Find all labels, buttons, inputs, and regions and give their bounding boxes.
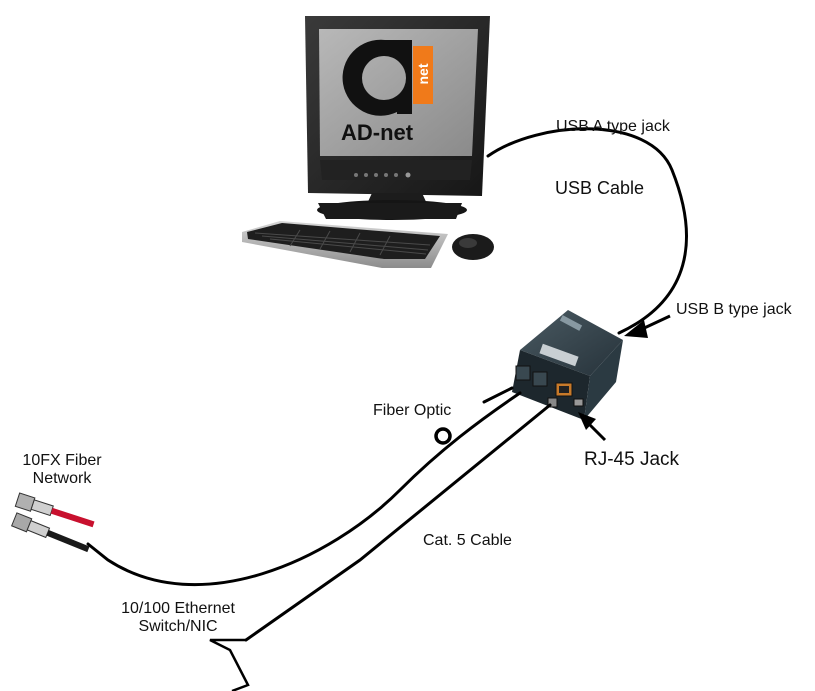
media-converter — [512, 310, 623, 420]
switch-nic-symbol — [209, 638, 250, 691]
fiber-optic-cable-a — [86, 391, 522, 586]
logo-net-tag — [413, 46, 433, 104]
converter-side — [584, 340, 623, 420]
cat5-cable — [244, 403, 552, 642]
fiber-optic-marker — [434, 427, 452, 445]
rj45-jack-label: RJ-45 Jack — [584, 449, 680, 470]
converter-top — [520, 310, 623, 376]
adnet-wordmark: AD-net — [341, 120, 414, 145]
fiber-optic-cable-b — [482, 386, 514, 404]
mouse — [452, 234, 494, 260]
usb-b-port — [573, 398, 584, 407]
rj45-arrow — [578, 412, 607, 442]
logo-net-text: net — [415, 63, 431, 85]
usb-b-jack-label: USB B type jack — [676, 301, 792, 318]
monitor-buttons — [354, 172, 411, 178]
adnet-logo — [342, 39, 433, 116]
switch-nic-label: 10/100 Ethernet Switch/NIC — [108, 600, 248, 637]
usb-b-arrow — [624, 314, 671, 338]
fiber-network-label: 10FX Fiber Network — [12, 452, 112, 489]
cat5-cable-label: Cat. 5 Cable — [423, 532, 512, 549]
rj45-port — [555, 382, 573, 397]
converter-front — [512, 350, 590, 420]
logo-a-mark — [342, 39, 412, 116]
usb-cable — [486, 127, 688, 335]
switch-nic-label-line2: Switch/NIC — [138, 618, 218, 636]
fiber-optic-label: Fiber Optic — [373, 402, 452, 419]
usb-a-jack-label: USB A type jack — [556, 118, 670, 135]
usb-cable-label: USB Cable — [555, 178, 645, 198]
fiber-network-label-line1: 10FX Fiber — [22, 452, 102, 469]
fiber-network-label-line2: Network — [32, 470, 92, 488]
fiber-connectors — [10, 492, 95, 553]
keyboard — [242, 221, 448, 268]
fiber-ports — [515, 365, 548, 387]
switch-nic-label-line1: 10/100 Ethernet — [121, 600, 235, 617]
